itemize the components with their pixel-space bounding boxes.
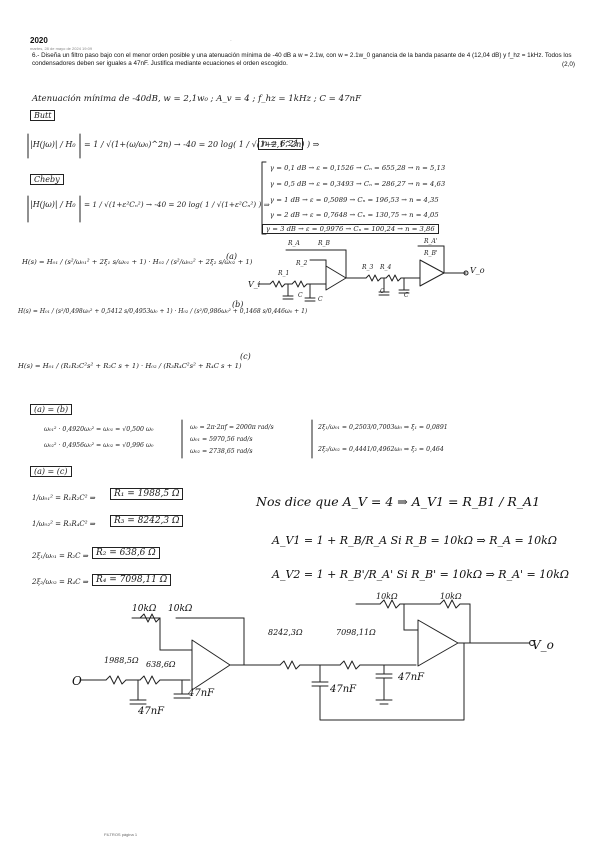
small-label-r4: R_4 — [380, 264, 392, 271]
big-label-c1: 47nF — [138, 706, 165, 717]
small-vout-label: V_o — [470, 266, 485, 275]
header-dash: - — [230, 38, 232, 44]
transfer-function-b: H(s) = H₀₁ / (s²/0,498ω₀² + 0,5412 s/0,4… — [18, 308, 308, 315]
big-label-ra: 10kΩ — [132, 604, 157, 614]
small-label-rb: R_B — [318, 240, 330, 247]
chebyshev-label: Cheby — [30, 174, 64, 185]
chebyshev-equation: = 1 / √(1+ε²Cₙ²) → -40 = 20 log( 1 / √(1… — [84, 200, 270, 209]
chebyshev-row: γ = 2 dB → ε = 0,7648 → Cₙ = 130,75 → n … — [270, 211, 439, 219]
ab-right-row: 2ξ₁/ω₀₁ = 0,2503/0,7003ω₀ ⇒ ξ₁ = 0,0891 — [318, 424, 448, 431]
big-label-rb: 10kΩ — [168, 604, 193, 614]
big-label-c2: 47nF — [188, 688, 215, 699]
gain-note: Nos dice que A_V = 4 ⇒ A_V1 = R_B1 / R_A… — [256, 494, 541, 509]
butterworth-label: Butt — [30, 110, 56, 121]
ac-row: 2ξ₂/ω₀₂ = R₄C ⇒ — [32, 578, 89, 586]
chebyshev-ratio: |H(jω)| / H₀ — [30, 200, 76, 209]
chebyshev-row: γ = 0,1 dB → ε = 0,1526 → Cₙ = 655,28 → … — [270, 164, 446, 172]
ab-mid-row: ω₀₂ = 2738,65 rad/s — [190, 448, 253, 455]
big-schematic — [79, 599, 535, 721]
problem-text: 6.- Diseña un filtro paso bajo con el me… — [32, 52, 572, 68]
big-vout-label: V_o — [532, 638, 554, 652]
cheby-bracket — [261, 161, 267, 235]
transfer-function-b-ref: (b) — [232, 300, 244, 309]
big-label-r4: 7098,11Ω — [336, 628, 376, 637]
small-vin-label: V_i — [248, 280, 261, 289]
ab-left-row: ω₀₂² · 0,4956ω₀² = ω₀₂ = √0,996 ω₀ — [44, 442, 154, 449]
small-label-ra-prime: R_A' — [424, 238, 438, 245]
small-label-c: C — [298, 292, 303, 299]
small-label-r2: R_2 — [296, 260, 308, 267]
big-label-r3: 8242,3Ω — [268, 628, 303, 637]
page-footer: FILTROS página 1 — [104, 832, 138, 837]
ab-left-row: ω₀₁² · 0,4920ω₀² = ω₀₁ = √0,500 ω₀ — [44, 426, 154, 433]
page-date: martes, 28 de mayo de 2024 19:09 — [30, 46, 93, 51]
small-label-r3: R_3 — [362, 264, 374, 271]
gain-av1: A_V1 = 1 + R_B/R_A Si R_B = 10kΩ ⇒ R_A =… — [272, 534, 557, 547]
big-vin-label: O — [72, 674, 82, 688]
small-label-ra: R_A — [288, 240, 300, 247]
result-r1: R₁ = 1988,5 Ω — [110, 488, 184, 500]
ab-mid-row: ω₀ = 2π·2πf = 2000π rad/s — [190, 424, 274, 431]
big-label-c4: 47nF — [398, 672, 425, 683]
small-label-rb-prime: R_B' — [424, 250, 438, 257]
ac-row: 1/ω₀₁² = R₁R₂C² ⇒ — [32, 494, 96, 502]
ab-mid-row: ω₀₁ = 5970,56 rad/s — [190, 436, 253, 443]
small-label-c: C — [404, 292, 409, 299]
butterworth-result: n = 6,21 — [258, 138, 303, 150]
result-r2: R₂ = 638,6 Ω — [92, 547, 160, 559]
small-schematic — [257, 245, 469, 302]
big-label-r1: 1988,5Ω — [104, 656, 139, 665]
transfer-function-c-ref: (c) — [240, 352, 251, 361]
result-r3: R₃ = 8242,3 Ω — [110, 515, 184, 527]
ab-right-row: 2ξ₂/ω₀₂ = 0,4441/0,4962ω₀ ⇒ ξ₂ = 0,464 — [318, 446, 444, 453]
transfer-function-a-ref: (a) — [226, 252, 238, 261]
ac-row: 1/ω₀₂² = R₃R₄C² ⇒ — [32, 520, 96, 528]
page-title: 2020 — [30, 36, 48, 45]
gain-av2: A_V2 = 1 + R_B'/R_A' Si R_B' = 10kΩ ⇒ R_… — [272, 568, 570, 581]
result-r4: R₄ = 7098,11 Ω — [92, 574, 172, 586]
chebyshev-row: γ = 0,5 dB → ε = 0,3493 → Cₙ = 286,27 → … — [270, 180, 446, 188]
butterworth-ratio: |H(jω)| / H₀ — [30, 140, 76, 149]
big-label-rb-prime: 10kΩ — [440, 592, 462, 601]
section-a-equals-c: (a) = (c) — [30, 466, 72, 477]
ac-row: 2ξ₁/ω₀₁ = R₂C ⇒ — [32, 552, 89, 560]
problem-statement: 6.- Diseña un filtro paso bajo con el me… — [32, 52, 577, 69]
small-label-r1: R_1 — [278, 270, 290, 277]
transfer-function-c: H(s) = H₀₁ / (R₁R₂C²s² + R₂C s + 1) · H₀… — [18, 362, 242, 370]
butterworth-equation: = 1 / √(1+(ω/ω₀)^2n) → -40 = 20 log( 1 /… — [84, 140, 320, 149]
given-data: Atenuación mínima de -40dB, w = 2,1w₀ ; … — [32, 94, 362, 104]
chebyshev-row: γ = 1 dB → ε = 0,5089 → Cₙ = 196,53 → n … — [270, 196, 439, 204]
problem-mark: (2,0) — [562, 61, 575, 69]
big-label-ra-prime: 10kΩ — [376, 592, 398, 601]
big-label-r2: 638,6Ω — [146, 660, 176, 669]
transfer-function-a: H(s) = H₀₁ / (s²/ω₀₁² + 2ξ₁ s/ω₀₁ + 1) ·… — [22, 258, 253, 266]
section-a-equals-b: (a) = (b) — [30, 404, 73, 415]
small-label-c: C — [318, 296, 323, 303]
big-label-c3: 47nF — [330, 684, 357, 695]
